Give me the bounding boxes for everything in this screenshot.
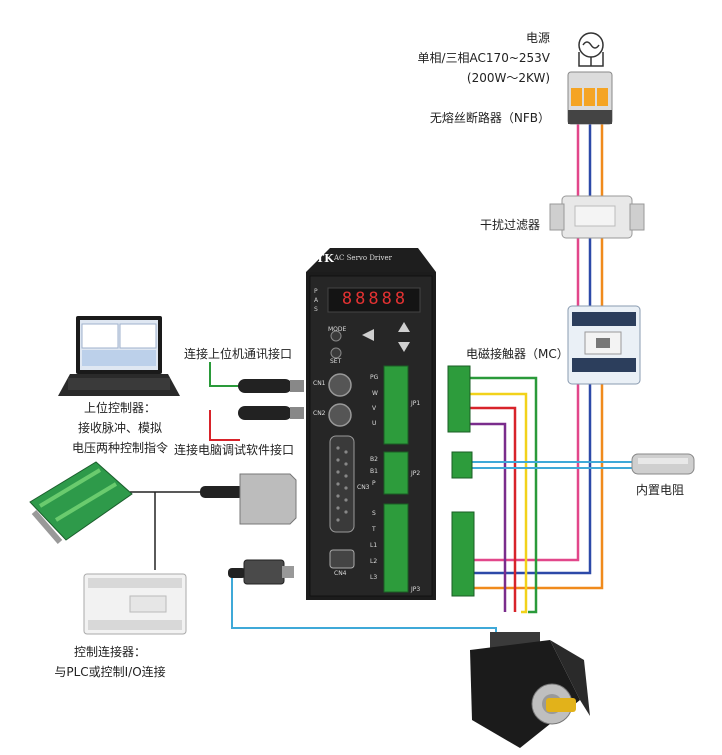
wire-blue bbox=[470, 118, 592, 575]
cn1-label: CN1 bbox=[313, 380, 326, 387]
resistor-wires bbox=[470, 461, 632, 469]
drive-display-panel bbox=[327, 287, 421, 313]
power-voltage: 单相/三相AC170~253V bbox=[417, 51, 551, 65]
jp3-pin-l1: L1 bbox=[370, 542, 378, 549]
host-label-3: 电压两种控制指令 bbox=[71, 441, 168, 455]
cn3-port bbox=[329, 435, 355, 533]
connector-label-1: 控制连接器： bbox=[73, 645, 146, 659]
resistor-label: 内置电阻 bbox=[636, 483, 685, 497]
motor-wires bbox=[470, 376, 538, 614]
comm-wire-green bbox=[209, 362, 240, 387]
resistor-icon bbox=[631, 453, 695, 475]
cn1-port-label: 连接上位机通讯接口 bbox=[184, 347, 293, 361]
drive-display: 88888 bbox=[341, 289, 409, 309]
noise-filter-icon bbox=[549, 195, 645, 239]
contactor-icon bbox=[567, 305, 641, 385]
filter-label: 干扰过滤器 bbox=[479, 218, 540, 232]
drive-side-mark-p: P bbox=[314, 288, 318, 295]
connector-label-2: 与PLC或控制I/O连接 bbox=[54, 665, 166, 679]
jp3-block bbox=[383, 503, 409, 593]
drive-side-mark-a: A bbox=[314, 297, 319, 304]
cn2-port-label: 连接电脑调试软件接口 bbox=[174, 443, 295, 457]
power-title: 电源 bbox=[525, 31, 550, 45]
jp2-pin-b2: B2 bbox=[370, 456, 378, 463]
terminal-plugs bbox=[447, 365, 475, 597]
jp1-pin-u: U bbox=[372, 420, 377, 427]
cn2-label: CN2 bbox=[313, 410, 326, 417]
breaker-label: 无熔丝断路器（NFB） bbox=[429, 111, 550, 125]
drive-model: AC Servo Driver bbox=[334, 254, 392, 262]
jp2-label: JP2 bbox=[411, 470, 421, 477]
wire-yellow-motor bbox=[470, 392, 528, 614]
servo-motor-icon bbox=[470, 632, 590, 748]
cn3-label: CN3 bbox=[357, 484, 370, 491]
wire-green-motor bbox=[470, 376, 538, 614]
host-label-2: 接收脉冲、模拟 bbox=[77, 421, 162, 435]
cn4-label: CN4 bbox=[334, 570, 347, 577]
comm-wire-red bbox=[209, 410, 240, 441]
cn2-port bbox=[328, 403, 352, 427]
jp3-label: JP3 bbox=[411, 586, 421, 593]
host-label-1: 上位控制器： bbox=[83, 401, 156, 415]
circuit-breaker-icon bbox=[567, 71, 613, 125]
laptop-icon bbox=[58, 316, 180, 396]
wire-purple-motor bbox=[470, 422, 507, 612]
contactor-label: 电磁接触器（MC） bbox=[466, 347, 569, 361]
jp3-pin-l3: L3 bbox=[370, 574, 378, 581]
encoder-connector-icon bbox=[228, 559, 294, 585]
servo-drive bbox=[306, 248, 436, 600]
comm-cables-icon bbox=[238, 379, 304, 420]
jp2-block bbox=[383, 451, 409, 495]
jp1-pin-pg: PG bbox=[370, 374, 379, 381]
jp3-pin-t: T bbox=[372, 526, 376, 533]
drive-side-mark-s: S bbox=[314, 306, 318, 313]
mode-button[interactable]: MODE bbox=[328, 326, 347, 333]
terminal-board-icon bbox=[29, 461, 133, 544]
jp1-pin-v: V bbox=[372, 405, 377, 412]
power-range: (200W～2KW) bbox=[466, 71, 550, 85]
set-button[interactable]: SET bbox=[330, 358, 342, 365]
wire-red-motor bbox=[470, 406, 517, 612]
keypad-icon bbox=[330, 322, 410, 359]
jp1-label: JP1 bbox=[411, 400, 421, 407]
plc-icon bbox=[83, 573, 187, 635]
drive-brand: TK bbox=[316, 252, 334, 265]
wire-pink bbox=[470, 118, 580, 562]
cn4-port bbox=[329, 549, 355, 569]
jp3-pin-s: S bbox=[372, 510, 376, 517]
ac-source-icon bbox=[578, 32, 604, 67]
dsub-connector-icon bbox=[200, 473, 297, 525]
jp1-block bbox=[383, 365, 409, 445]
jp3-pin-l2: L2 bbox=[370, 558, 378, 565]
jp2-pin-b1: B1 bbox=[370, 468, 378, 475]
jp1-pin-w: W bbox=[372, 390, 378, 397]
cn1-port bbox=[328, 373, 352, 397]
jp2-pin-p: P bbox=[372, 480, 376, 487]
